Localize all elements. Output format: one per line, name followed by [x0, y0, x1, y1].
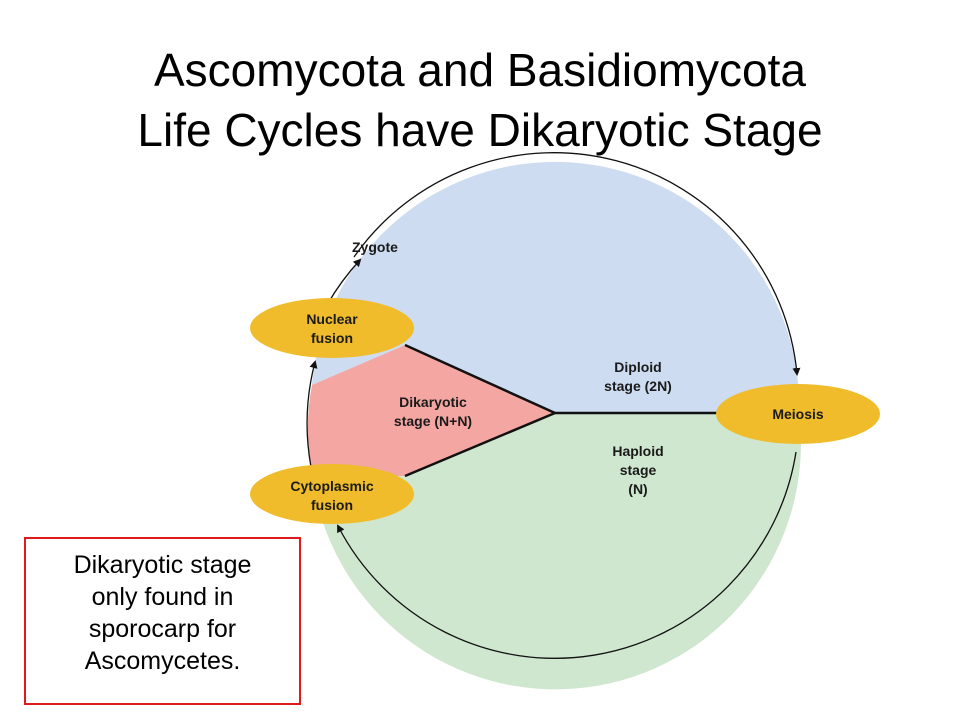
dikaryotic-region [307, 345, 555, 476]
title-line-2: Life Cycles have Dikaryotic Stage [137, 104, 823, 156]
haploid-region [312, 413, 801, 690]
nuclear-fusion-label: Nuclear fusion [306, 311, 358, 346]
haploid-stage-label: Haploid stage (N) [612, 443, 664, 497]
diploid-region [312, 161, 800, 413]
diploid-stage-label: Diploid stage (2N) [604, 359, 672, 394]
cytoplasmic-fusion-ellipse [250, 464, 414, 524]
title-line-1: Ascomycota and Basidiomycota [154, 44, 806, 96]
dikaryotic-stage-label: Dikaryotic stage (N+N) [393, 394, 473, 429]
arrow-cytoplasmic-to-nuclear [306, 360, 318, 468]
note-line: sporocarp for [88, 615, 237, 643]
zygote-label: Zygote [352, 239, 398, 255]
meiosis-ellipse [716, 384, 880, 444]
note-line: Dikaryotic stage [73, 551, 252, 579]
divider-top [404, 343, 556, 415]
note-line: Ascomycetes. [84, 647, 241, 675]
meiosis-label: Meiosis [772, 406, 824, 422]
nuclear-fusion-ellipse [250, 298, 414, 358]
dikaryotic-note-box: Dikaryotic stage only found in sporocarp… [24, 537, 301, 705]
arrow-meiosis-to-cytoplasmic [337, 451, 797, 659]
cytoplasmic-fusion-label: Cytoplasmic fusion [290, 478, 374, 513]
slide-title: Ascomycota and Basidiomycota Life Cycles… [0, 40, 960, 160]
note-line: only found in [91, 583, 234, 611]
divider-bottom [404, 411, 556, 478]
arrow-zygote-to-meiosis [353, 152, 801, 376]
